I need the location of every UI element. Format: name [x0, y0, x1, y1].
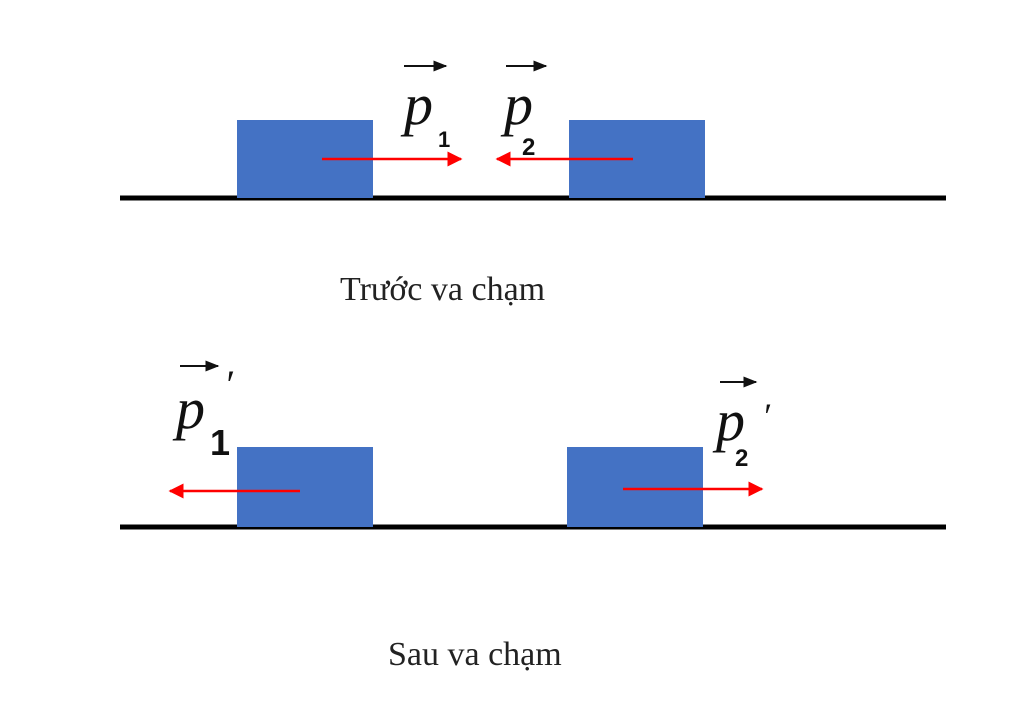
block-1-after: [237, 447, 373, 527]
block-2-after: [567, 447, 703, 527]
vector-symbol: p: [712, 388, 745, 453]
before-collision-panel: p 1 p 2 Trước va chạm: [120, 60, 946, 308]
caption-before: Trước va chạm: [340, 271, 545, 308]
vector-subscript: 2: [522, 134, 535, 161]
vector-subscript: 2: [735, 445, 748, 472]
vector-label-p2: p 2: [500, 60, 548, 161]
vector-label-p1: p 1: [400, 60, 450, 152]
vector-label-p2-prime: p ′ 2: [712, 376, 771, 472]
vector-symbol: p: [400, 72, 433, 137]
vector-symbol: p: [172, 376, 205, 441]
vector-symbol: p: [500, 72, 533, 137]
vector-prime: ′: [224, 362, 234, 407]
vector-subscript: 1: [210, 422, 230, 463]
caption-after: Sau va chạm: [388, 636, 562, 673]
after-collision-panel: p ′ 1 p ′ 2 Sau va chạm: [120, 360, 946, 673]
vector-subscript: 1: [438, 127, 450, 152]
vector-label-p1-prime: p ′ 1: [172, 360, 234, 463]
vector-prime: ′: [762, 396, 771, 436]
